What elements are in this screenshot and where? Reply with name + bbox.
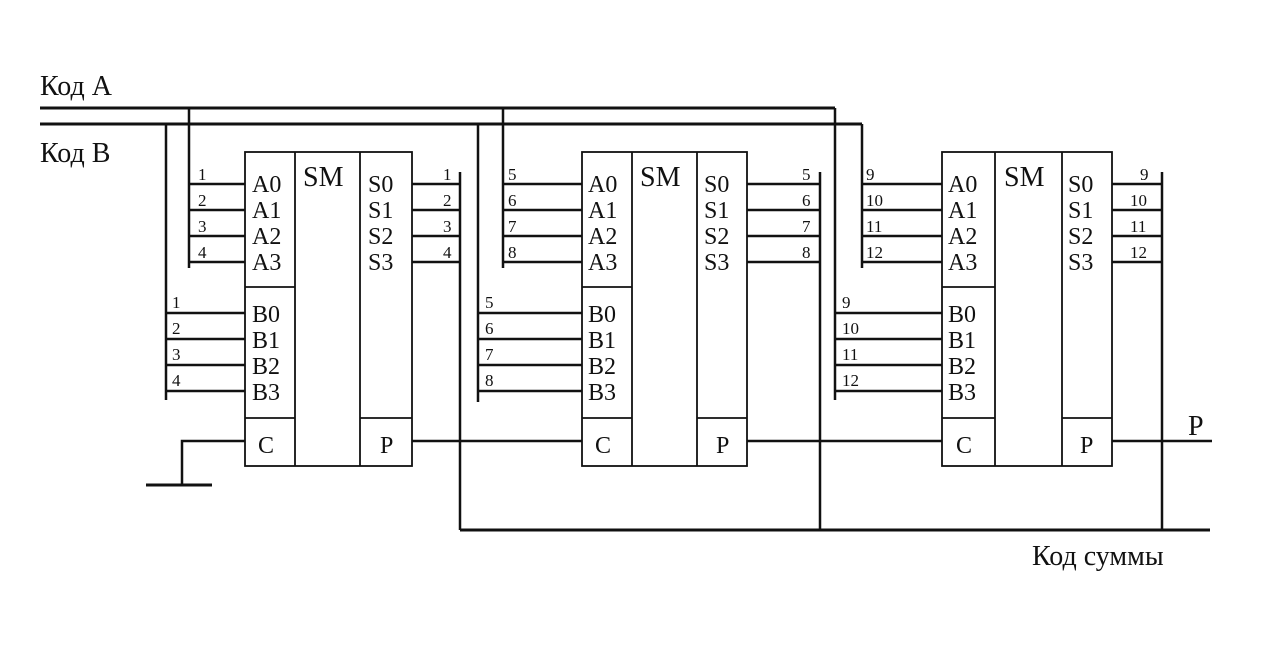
adder-title: SM [303,162,344,193]
adder-title: SM [640,162,681,193]
pin-s0: S0 [704,172,729,198]
pin-s2: S2 [368,224,393,250]
pin-s3: S3 [1068,250,1093,276]
sum-code-label: Код суммы [1032,541,1164,572]
pin-s1: S1 [704,198,729,224]
bit-number: 5 [802,165,811,184]
bit-number: 4 [172,371,181,390]
pin-a2: A2 [252,224,281,250]
pin-carry-in: C [956,433,972,459]
pin-a0: A0 [588,172,617,198]
pin-carry-out: P [1080,433,1093,459]
pin-b1: B1 [252,328,280,354]
bit-number: 12 [866,243,883,262]
pin-s3: S3 [368,250,393,276]
bit-number: 5 [508,165,517,184]
pin-a3: A3 [948,250,977,276]
bit-number: 7 [485,345,494,364]
bit-number: 5 [485,293,494,312]
bit-number: 8 [802,243,811,262]
pin-b1: B1 [948,328,976,354]
pin-b2: B2 [588,354,616,380]
carry-out-label: P [1188,411,1204,442]
pin-carry-in: C [595,433,611,459]
pin-a3: A3 [588,250,617,276]
pin-a0: A0 [948,172,977,198]
pin-a1: A1 [588,198,617,224]
adder-stage-1: SM A0 A1 A2 A3 B0 B1 B2 B3 S0 S1 S2 S3 C… [164,108,582,530]
bit-number: 10 [842,319,859,338]
pin-a0: A0 [252,172,281,198]
pin-a1: A1 [252,198,281,224]
pin-b0: B0 [588,302,616,328]
pin-b3: B3 [252,380,280,406]
pin-a2: A2 [948,224,977,250]
pin-b2: B2 [252,354,280,380]
bit-number: 11 [842,345,858,364]
bit-number: 6 [485,319,494,338]
pin-a1: A1 [948,198,977,224]
pin-a3: A3 [252,250,281,276]
adder-stage-2: SM A0 A1 A2 A3 B0 B1 B2 B3 S0 S1 S2 S3 C… [476,108,942,530]
bit-number: 1 [443,165,452,184]
bit-number: 9 [842,293,851,312]
bit-number: 3 [172,345,181,364]
pin-s0: S0 [368,172,393,198]
adder-body [244,151,413,467]
bit-number: 9 [866,165,875,184]
pin-s2: S2 [704,224,729,250]
bit-number: 4 [198,243,207,262]
bit-number: 3 [443,217,452,236]
bit-number: 2 [198,191,207,210]
pin-a2: A2 [588,224,617,250]
bit-number: 8 [485,371,494,390]
bit-number: 12 [842,371,859,390]
bit-number: 11 [1130,217,1146,236]
pin-carry-in: C [258,433,274,459]
pin-b0: B0 [252,302,280,328]
bit-number: 8 [508,243,517,262]
pin-b1: B1 [588,328,616,354]
bit-number: 9 [1140,165,1149,184]
adder-stage-3: SM A0 A1 A2 A3 B0 B1 B2 B3 S0 S1 S2 S3 C… [833,108,1164,530]
bit-number: 11 [866,217,882,236]
pin-s1: S1 [1068,198,1093,224]
adder-body [941,151,1113,467]
bit-number: 10 [1130,191,1147,210]
bit-number: 1 [198,165,207,184]
bit-number: 7 [508,217,517,236]
bit-number: 3 [198,217,207,236]
bit-number: 2 [172,319,181,338]
bit-number: 6 [802,191,811,210]
pin-carry-out: P [716,433,729,459]
ground-symbol [146,439,245,487]
pin-b3: B3 [588,380,616,406]
pin-s0: S0 [1068,172,1093,198]
pin-s2: S2 [1068,224,1093,250]
pin-b0: B0 [948,302,976,328]
pin-carry-out: P [380,433,393,459]
bit-number: 7 [802,217,811,236]
bit-number: 1 [172,293,181,312]
adder-body [581,151,748,467]
pin-b2: B2 [948,354,976,380]
code-b-label: Код В [40,138,110,169]
bit-number: 10 [866,191,883,210]
pin-s1: S1 [368,198,393,224]
adder-title: SM [1004,162,1045,193]
code-a-label: Код А [40,71,113,102]
bit-number: 12 [1130,243,1147,262]
pin-b3: B3 [948,380,976,406]
bit-number: 6 [508,191,517,210]
pin-s3: S3 [704,250,729,276]
bit-number: 2 [443,191,452,210]
bit-number: 4 [443,243,452,262]
